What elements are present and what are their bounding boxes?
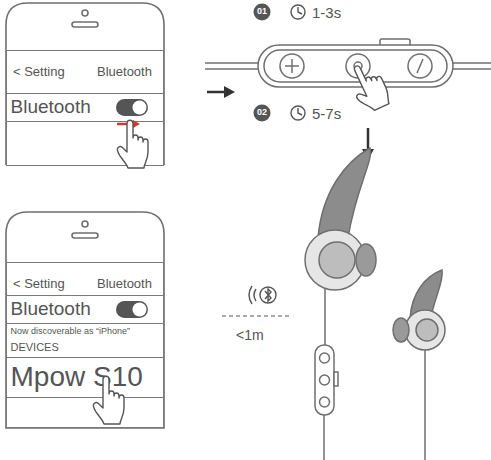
- node-text: Bluetooth: [11, 299, 91, 320]
- step-number: 02: [254, 108, 270, 118]
- step-badge: [254, 105, 271, 122]
- phone-screen: < SettingBluetoothBluetoothNow discovera…: [6, 262, 164, 428]
- settings-row: Bluetooth: [6, 295, 164, 324]
- hand-pointer: [117, 120, 148, 168]
- device-row: Mpow S10: [6, 357, 164, 398]
- node-text: Mpow S10: [11, 362, 143, 393]
- earbuds: [305, 148, 445, 460]
- toggle-switch: [116, 99, 148, 318]
- node-text: Bluetooth: [97, 277, 152, 291]
- flow-arrow: [207, 86, 235, 98]
- phone-screen: < SettingBluetoothBluetooth: [6, 50, 164, 166]
- distance-label: <1m: [236, 328, 264, 343]
- phone-outline: [6, 212, 164, 428]
- duration: 1-3s: [312, 5, 341, 22]
- node-text: Bluetooth: [11, 97, 91, 118]
- settings-row: Bluetooth: [6, 93, 164, 122]
- bluetooth-icon: [249, 286, 276, 304]
- hand-pointer: [345, 59, 393, 115]
- node-text: < Setting: [13, 277, 65, 291]
- info-row: Now discoverable as “iPhone” DEVICES: [6, 323, 164, 358]
- node-text: Now discoverable as “iPhone”: [11, 327, 131, 337]
- phone-outline: [6, 3, 164, 165]
- duration: 5-7s: [312, 106, 341, 123]
- swipe-arrow: [117, 120, 140, 128]
- node-text: DEVICES: [11, 341, 59, 353]
- hand-pointer: [93, 376, 124, 424]
- distance-line: [222, 315, 290, 316]
- node-text: Bluetooth: [97, 65, 152, 79]
- step-number: 01: [254, 7, 270, 17]
- step-badge: [254, 4, 271, 21]
- remote-control: [205, 39, 491, 87]
- node-text: < Setting: [13, 65, 65, 79]
